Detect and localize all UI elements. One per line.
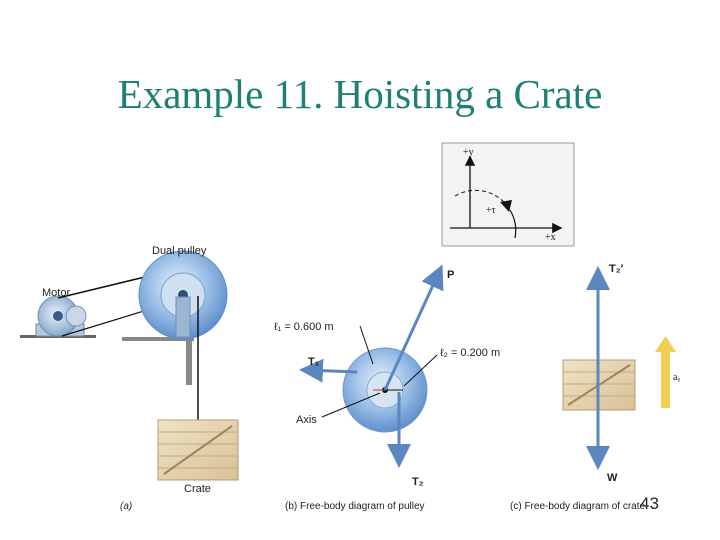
panel-a-setup: Motor Dual pulley Crate (a) <box>20 245 239 512</box>
caption-b: (b) Free-body diagram of pulley <box>285 501 425 512</box>
weight-label: W <box>607 472 618 484</box>
force-p-label: P <box>447 269 454 281</box>
ell2-label: ℓ₂ = 0.200 m <box>440 347 500 359</box>
ell1-label: ℓ₁ = 0.600 m <box>274 321 334 333</box>
axis-label: Axis <box>296 414 317 426</box>
plus-x-label: +x <box>545 232 556 243</box>
page-number: 43 <box>640 494 659 513</box>
force-t2-label: T₂ <box>412 476 424 488</box>
slide-title: Example 11. Hoisting a Crate <box>117 71 603 117</box>
crate <box>157 419 239 481</box>
dual-pulley-label: Dual pulley <box>152 245 207 257</box>
plus-tau-label: +τ <box>486 205 496 216</box>
panel-b-pulley-fbd: P T₁ T₂ ℓ₁ = 0.600 m ℓ₂ = 0.200 m Axis (… <box>274 264 500 512</box>
acceleration-label: aᵧ <box>673 372 680 383</box>
plus-y-label: +y <box>463 147 474 158</box>
force-t2-prime-label: T₂′ <box>609 263 624 275</box>
coordinate-axes-box: +y +x +τ <box>441 142 575 247</box>
panel-c-crate-fbd: T₂′ W aᵧ (c) Free-body diagram of crate <box>510 263 680 512</box>
caption-c: (c) Free-body diagram of crate <box>510 501 645 512</box>
motor-label: Motor <box>42 287 70 299</box>
force-t1-label: T₁ <box>308 356 320 368</box>
caption-a: (a) <box>120 501 132 512</box>
crate-label: Crate <box>184 483 211 495</box>
